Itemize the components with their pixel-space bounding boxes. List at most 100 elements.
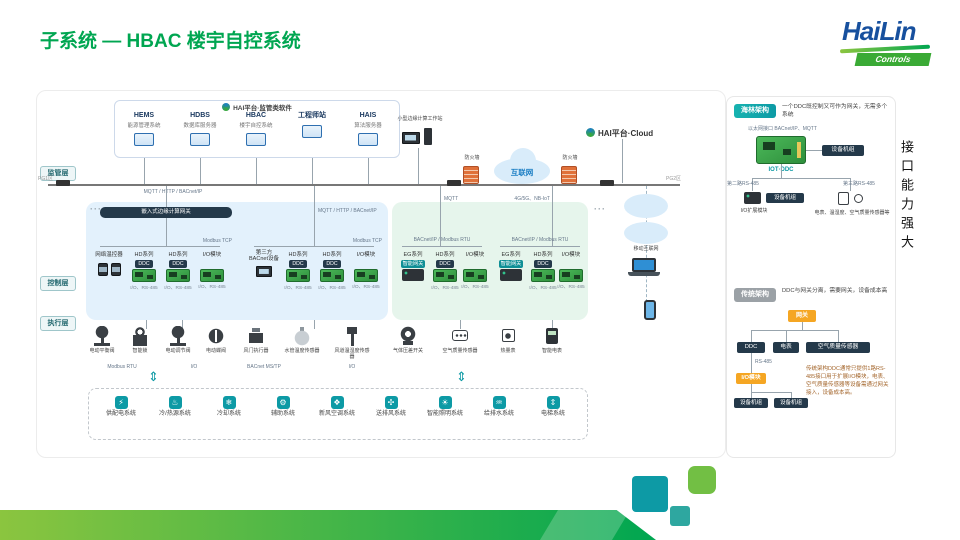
device-series-label: EG系列 [501,252,521,258]
bacnet-modbus-label: BACnet/IP / Modbus RTU [511,237,569,243]
device-series-label: EG系列 [403,252,423,258]
connector [752,178,850,179]
smart-lock-icon [131,326,149,346]
app-abbr: 工程师站 [298,112,326,119]
auxiliary-system-icon: ⚙ [276,396,290,409]
device-series-label: I/O模块 [561,252,581,258]
power-system-icon: ⚡ [114,396,128,409]
connector [751,384,752,392]
ddc-box: DDC [737,342,765,353]
ddc-badge: DDC [323,259,341,268]
io-board-icon [463,268,487,282]
connector [166,218,167,246]
hai-platform-icon [222,103,231,111]
ddc-badge: DDC [169,259,187,268]
ellipsis: ··· [594,204,606,214]
connector [440,186,441,246]
workstation-monitor-icon [402,132,420,144]
io-board-icon [354,268,378,282]
device-label: 电动平衡阀 [89,347,115,354]
rs485-branch3-label: 第三路RS-485 [843,181,875,187]
phone-icon [644,300,656,320]
platform-app-hdbs: HDBS 数据库服务器 [174,112,226,146]
firewall-left-icon [463,166,479,184]
port-label: I/O、RS-485 [130,285,158,291]
iot-ddc-board-icon [756,136,806,164]
connector [802,322,803,330]
meter-icon [838,192,849,205]
system-item: ♨ 冷/热源系统 [150,396,200,418]
workstation-label: 小型边缘计算工作站 [397,116,443,122]
field-device: 电动调节阀 [159,326,197,354]
ddc-board-icon [320,269,344,283]
connector [314,320,315,329]
bus-protocol-label: MQTT / HTTP / BACnet/IP [318,208,377,214]
device-series-label: HD系列 [168,252,188,258]
internet-label: 互联网 [510,168,534,177]
ddc-column: HD系列 DDC I/O、RS-485 [281,252,315,291]
meter-box: 电表 [773,342,799,353]
io-module-column: I/O模块 I/O、RS-485 [349,252,383,290]
field-device: 风门执行器 [237,326,275,354]
rs485-label: RS-485 [755,359,772,365]
connector [751,392,791,393]
sensors-label: 电表、温湿度、空气质量传感器等 [814,210,890,216]
ahu-system-icon: ❖ [330,396,344,409]
field-device: 智能锁 [121,326,159,354]
system-label: 冷/热源系统 [159,410,191,417]
app-monitor-icon [358,132,378,146]
hailin-logo: HaiLin Controls [838,16,938,68]
decor-band-highlight [540,510,630,540]
control-valve-icon [169,326,187,346]
device-label: 电动调节阀 [165,347,191,354]
field-device: 气体压差开关 [389,326,427,354]
rs485-branch2-label: 第二路RS-485 [727,181,759,187]
vertical-slogan: 接口能力强大 [899,140,914,254]
ddc-column: HD系列 DDC I/O、RS-485 [161,252,195,291]
firewall-left-label: 防火墙 [464,155,480,161]
io-board-icon [559,268,583,282]
connector [791,392,792,398]
device-label: 智能锁 [132,347,148,354]
connector [838,330,839,342]
system-item: ☀ 智能照明系统 [420,396,470,418]
platform-app-engineer: 工程师站 [286,112,338,138]
layer-control: 控制层 [40,276,76,291]
bus-protocol-label: MQTT / HTTP / BACnet/IP [143,189,203,195]
system-label: 供配电系统 [105,410,136,417]
ddc-column: HD系列 DDC I/O、RS-485 [430,252,460,291]
system-item: ⇕ 电梯系统 [528,396,578,418]
app-abbr: HEMS [133,112,155,119]
sub-bus [402,246,482,247]
connector [806,150,822,151]
connector [781,164,782,178]
device-series-label: I/O模块 [465,252,485,258]
internet-cloud-icon [510,148,536,174]
port-label: I/O、RS-485 [284,285,312,291]
system-item: ♒ 给排水系统 [474,396,524,418]
bus-tag-right: PG2区 [666,176,682,182]
device-label: 风门执行器 [243,347,269,354]
device-series-label: 网络温控器 [95,252,123,258]
equipment-unit-box: 设备机组 [766,193,804,203]
connector [144,158,145,184]
gateway-column: EG系列 智能网关 [494,252,528,282]
elevator-system-icon: ⇕ [546,396,560,409]
device-label: 气体压差开关 [392,347,423,354]
hailin-arch-tag: 海林架构 [734,104,776,118]
port-label: I/O、RS-485 [529,285,557,291]
app-abbr: HAIS [359,112,377,119]
port-label: I/O、RS-485 [461,285,489,291]
io-module-column: I/O模块 I/O、RS-485 [460,252,490,290]
system-item: ❖ 新风空调系统 [312,396,362,418]
equipment-unit-box: 设备机组 [774,398,808,408]
connector [751,330,752,342]
platform-group-box [114,100,400,158]
smart-gateway-badge: 智能网关 [400,259,426,268]
ethernet-label: 以太网接口 BACnet/IP、MQTT [748,126,817,132]
device-series-label: I/O模块 [202,252,222,258]
connector [146,320,147,329]
decor-green-band [0,510,656,540]
system-label: 新风空调系统 [318,410,355,417]
